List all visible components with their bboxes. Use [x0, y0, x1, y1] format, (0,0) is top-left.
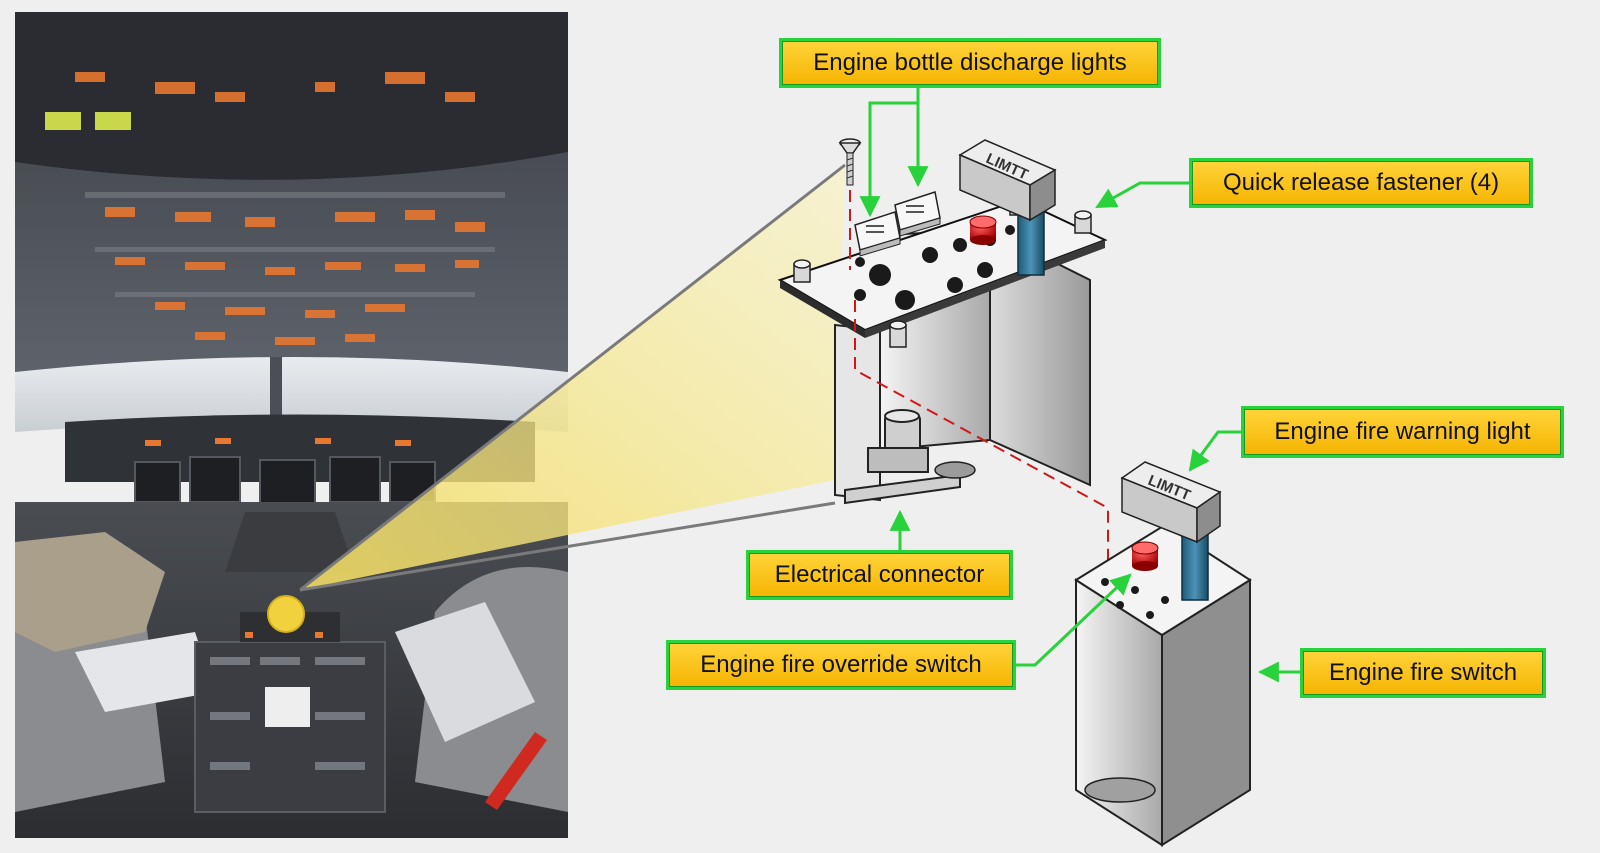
quick-release-fasteners — [793, 202, 1092, 348]
fire-handle-lower: LIMTT — [1120, 461, 1222, 544]
callout-fire-switch-text: Engine fire switch — [1328, 659, 1518, 686]
fire-switch-unit: LIMTT — [1074, 461, 1252, 847]
fire-switch-module-assembly: LIMTT — [777, 138, 1108, 505]
discharge-light-units — [854, 191, 941, 257]
leader-warning-light — [1188, 430, 1242, 472]
callout-quick-release-text: Quick release fastener (4) — [1222, 169, 1500, 196]
zoom-cone-edge-top — [299, 163, 846, 592]
callout-electrical-connector-text: Electrical connector — [774, 561, 985, 588]
leader-quick-release — [1095, 181, 1190, 209]
cockpit-photo-drawing — [15, 12, 568, 838]
callout-fire-warning-light-text: Engine fire warning light — [1274, 418, 1531, 445]
alignment-dashes — [849, 190, 1109, 580]
leader-override — [1015, 573, 1132, 667]
override-switch-upper — [969, 215, 997, 245]
callout-discharge-lights: Engine bottle discharge lights — [779, 38, 1161, 88]
callout-discharge-lights-text: Engine bottle discharge lights — [813, 49, 1127, 76]
fire-handle-upper: LIMTT — [958, 139, 1057, 222]
leader-lines — [859, 85, 1302, 683]
zoom-cone-edge-bottom — [299, 501, 836, 592]
cockpit-photo — [15, 12, 568, 838]
callout-fire-switch: Engine fire switch — [1300, 648, 1546, 698]
fastener-screw — [838, 138, 862, 186]
callout-override-switch: Engine fire override switch — [666, 640, 1016, 690]
callout-fire-warning-light: Engine fire warning light — [1241, 406, 1564, 458]
callout-electrical-connector: Electrical connector — [746, 550, 1013, 600]
callout-override-switch-text: Engine fire override switch — [700, 651, 982, 678]
callout-quick-release: Quick release fastener (4) — [1189, 158, 1533, 208]
override-switch-lower — [1131, 541, 1159, 571]
zoom-focus-dot — [267, 595, 305, 633]
leader-discharge-left — [859, 85, 920, 218]
